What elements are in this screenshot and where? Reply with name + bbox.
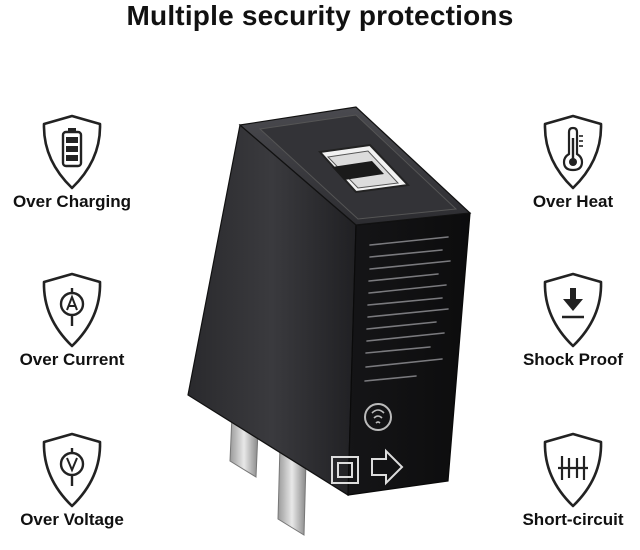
feature-label: Short-circuit — [522, 510, 624, 529]
voltmeter-shield-icon — [42, 432, 102, 508]
feature-label: Over Charging — [12, 192, 132, 211]
feature-shock-proof: Shock Proof — [488, 270, 640, 370]
feature-over-heat: Over Heat — [488, 112, 640, 212]
double-insulation-mark — [331, 456, 359, 484]
certification-mark — [364, 403, 392, 431]
indoor-use-mark — [371, 448, 404, 486]
feature-label: Shock Proof — [522, 350, 624, 369]
feature-over-voltage: Over Voltage — [0, 430, 157, 530]
page-title: Multiple security protections — [126, 0, 514, 31]
charger-side-face — [347, 212, 471, 496]
feature-over-charging: Over Charging — [0, 112, 157, 212]
feature-over-current: Over Current — [0, 270, 157, 370]
thermometer-shield-icon — [543, 114, 603, 190]
circuit-shield-icon — [543, 432, 603, 508]
feature-label: Over Heat — [532, 192, 614, 211]
feature-label: Over Current — [19, 350, 125, 369]
ammeter-shield-icon — [42, 272, 102, 348]
feature-label: Over Voltage — [20, 510, 124, 529]
spec-text-lines — [364, 236, 451, 382]
feature-short-circuit: Short-circuit — [488, 430, 640, 530]
battery-shield-icon — [42, 114, 102, 190]
usb-wall-charger-image — [187, 106, 472, 536]
down-arrow-shield-icon — [543, 272, 603, 348]
